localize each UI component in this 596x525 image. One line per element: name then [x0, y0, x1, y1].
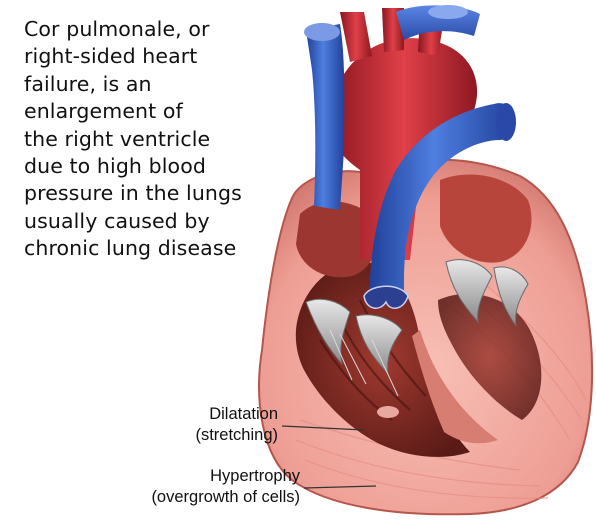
hypertrophy-detail: (overgrowth of cells) [151, 487, 300, 508]
description-line: pressure in the lungs [24, 180, 299, 207]
description-line: usually caused by [24, 208, 299, 235]
description-line: the right ventricle [24, 126, 299, 153]
description-line: Cor pulmonale, or [24, 16, 299, 43]
aortic-branch-1 [340, 12, 372, 62]
hypertrophy-title: Hypertrophy [151, 466, 300, 487]
description-line: chronic lung disease [24, 235, 299, 262]
description-line: enlargement of [24, 98, 299, 125]
dilatation-label: Dilatation (stretching) [195, 404, 278, 446]
description-line: due to high blood [24, 153, 299, 180]
dilatation-detail: (stretching) [195, 425, 278, 446]
cor-pulmonale-description: Cor pulmonale, or right-sided heart fail… [24, 16, 299, 263]
description-line: right-sided heart [24, 43, 299, 70]
hypertrophy-label: Hypertrophy (overgrowth of cells) [151, 466, 300, 508]
dilatation-title: Dilatation [195, 404, 278, 425]
description-line: failure, is an [24, 71, 299, 98]
papillary-muscle [377, 406, 399, 418]
